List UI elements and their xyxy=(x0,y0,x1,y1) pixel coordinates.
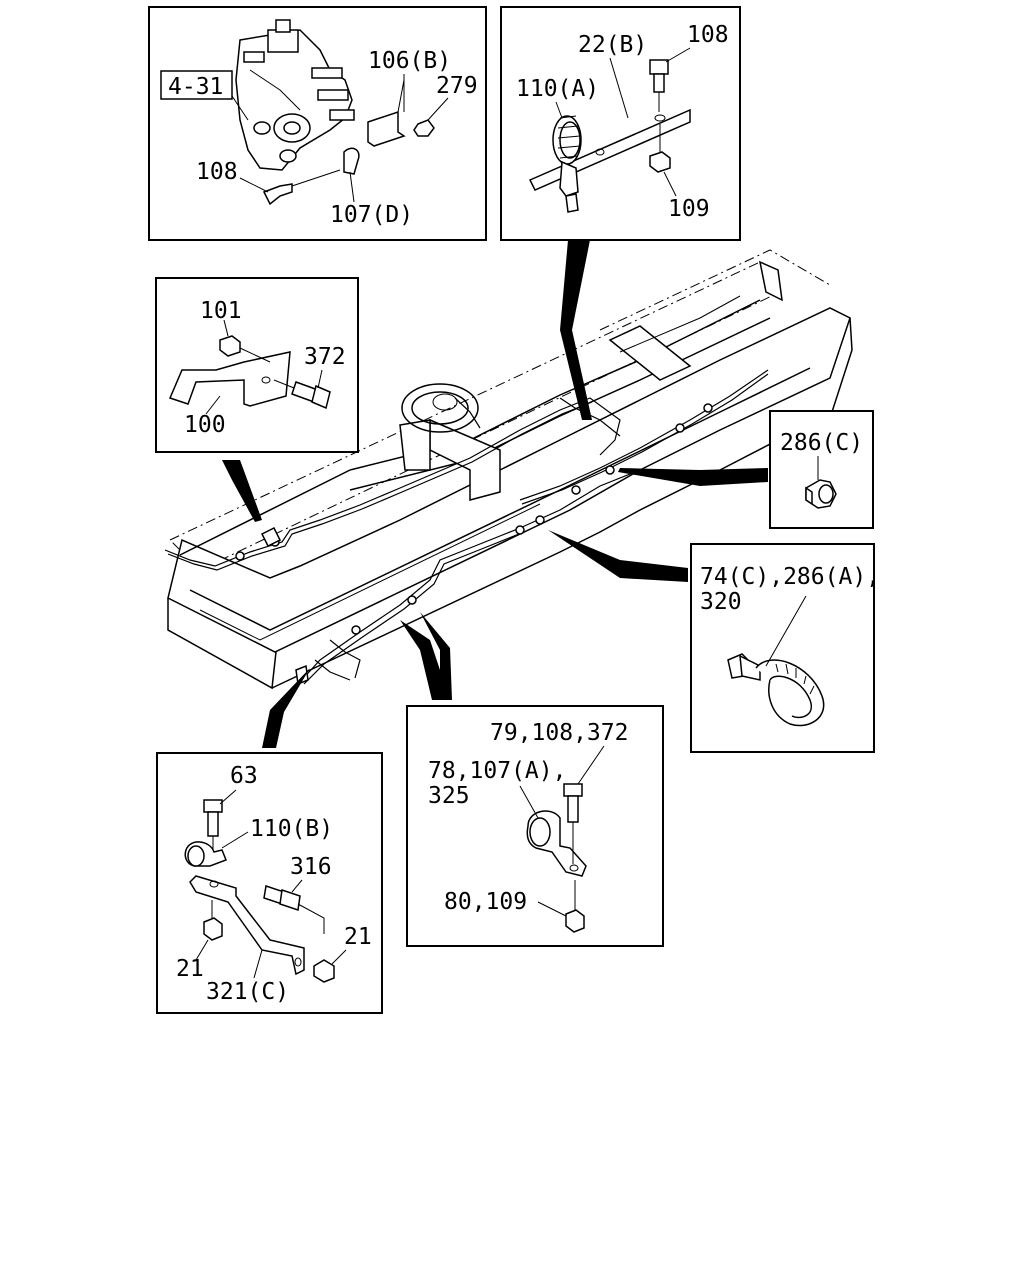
label-286c: 286(C) xyxy=(780,430,863,456)
detail-box-valve: 4-31 106(B) 279 108 107(D) xyxy=(148,6,487,241)
label-79-line: 79,108,372 xyxy=(490,720,628,746)
detail-box-bracket-321c: 63 110(B) 316 21 21 321(C) xyxy=(156,752,383,1014)
detail-box-clip-78: 79,108,372 78,107(A), 325 80,109 xyxy=(406,705,664,947)
callout-leaders xyxy=(222,240,768,748)
detail-box-clamp-74c: 74(C),286(A), 320 xyxy=(690,543,880,753)
detail-box-clip-286c: 286(C) xyxy=(769,410,874,529)
label-110b: 110(B) xyxy=(250,816,333,842)
label-110a: 110(A) xyxy=(516,76,599,102)
label-316: 316 xyxy=(290,854,332,880)
label-109-b: 109 xyxy=(668,196,710,222)
label-108-a: 108 xyxy=(196,159,238,185)
label-101: 101 xyxy=(200,298,242,324)
label-78-line1: 78,107(A), xyxy=(428,758,566,784)
label-21-left: 21 xyxy=(176,956,204,982)
label-108-b: 108 xyxy=(687,22,729,48)
label-80-line: 80,109 xyxy=(444,889,527,915)
label-279: 279 xyxy=(436,73,478,99)
label-ref-4-31: 4-31 xyxy=(168,74,223,100)
label-321c: 321(C) xyxy=(206,979,289,1005)
label-63: 63 xyxy=(230,763,258,789)
label-106b: 106(B) xyxy=(368,48,451,74)
label-74c-line1: 74(C),286(A), xyxy=(700,564,880,590)
label-107d: 107(D) xyxy=(330,202,413,228)
label-100: 100 xyxy=(184,412,226,438)
label-21-right: 21 xyxy=(344,924,372,950)
detail-box-bracket-22b: 22(B) 108 110(A) 109 xyxy=(500,6,741,241)
label-372-c: 372 xyxy=(304,344,346,370)
brake-pipes xyxy=(164,369,769,686)
label-74c-line2: 320 xyxy=(700,589,742,615)
label-78-line2: 325 xyxy=(428,783,470,809)
detail-box-bracket-100: 101 372 100 xyxy=(155,277,359,453)
label-22b: 22(B) xyxy=(578,32,647,58)
chassis-frame xyxy=(167,249,853,690)
